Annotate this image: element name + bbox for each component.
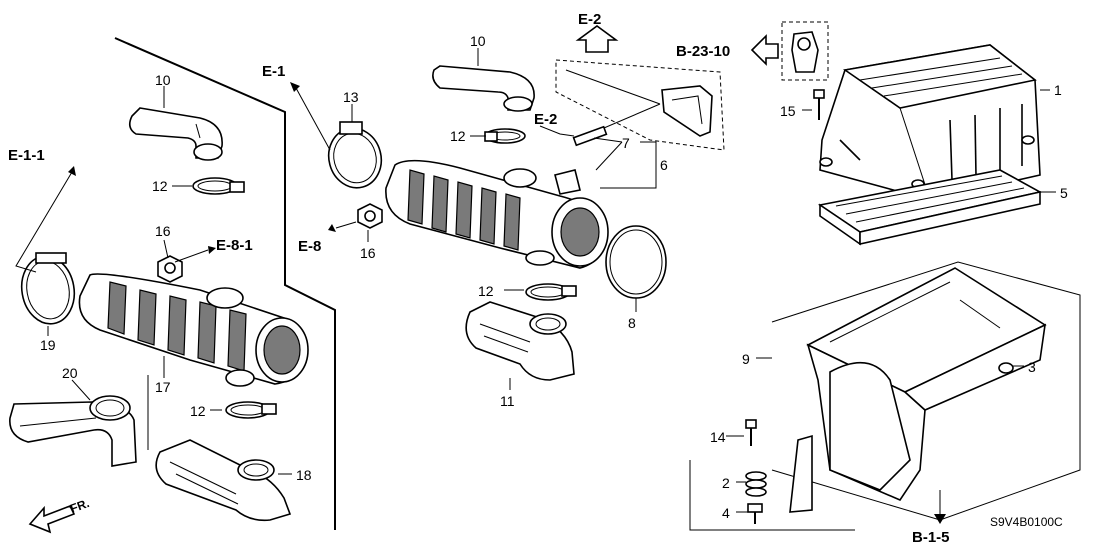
- callout-9: 9: [742, 351, 750, 367]
- callout-1: 1: [1054, 82, 1062, 98]
- callout-16-middle: 16: [360, 245, 376, 261]
- callout-19: 19: [40, 337, 56, 353]
- callout-3: 3: [1028, 359, 1036, 375]
- e-2-up-arrow: [575, 25, 619, 53]
- callout-10-middle: 10: [470, 33, 486, 49]
- callout-2: 2: [722, 475, 730, 491]
- part-13-clamp: [327, 121, 383, 189]
- part-5-filter-element: [817, 169, 1043, 246]
- callout-11: 11: [500, 393, 515, 409]
- middle-leader-lines: [290, 48, 657, 390]
- part-12-clamp-upper-middle: [484, 128, 526, 144]
- detail-box-dashed: [555, 59, 725, 151]
- callout-12-upper-left: 12: [152, 178, 168, 194]
- direction-label: FR.: [68, 496, 91, 516]
- left-leader-lines: [15, 86, 292, 475]
- part-20-duct: [9, 395, 137, 467]
- part-12-clamp-lower-left: [225, 401, 277, 419]
- part-19-clamp: [20, 252, 76, 325]
- callout-10-left: 10: [155, 72, 171, 88]
- part-9-lower-housing: [789, 267, 1047, 513]
- ref-e-2-top: E-2: [578, 11, 601, 28]
- part-4-bolt: [747, 503, 763, 524]
- callout-12-upper-middle: 12: [450, 128, 466, 144]
- b-23-10-arrow: [750, 34, 779, 66]
- section-dividers: [114, 37, 1081, 531]
- part-17-intake-tube: [78, 273, 309, 387]
- callout-12-middle-lower: 12: [478, 283, 494, 299]
- callout-13: 13: [343, 89, 359, 105]
- callout-8: 8: [628, 315, 636, 331]
- part-1-air-cleaner-cover: [819, 44, 1041, 201]
- part-11-duct: [465, 301, 575, 381]
- ref-e-8: E-8: [298, 238, 321, 255]
- front-direction-arrow: FR.: [28, 496, 91, 534]
- callout-5: 5: [1060, 185, 1068, 201]
- ref-b-23-10: B-23-10: [676, 43, 730, 60]
- part-7-breather-pipe: [572, 103, 661, 147]
- part-16-left-connector: [157, 255, 183, 283]
- ref-b-1-5: B-1-5: [912, 529, 950, 546]
- right-leader-lines: [726, 89, 1056, 513]
- part-16-middle-connector: [357, 203, 383, 229]
- callout-20: 20: [62, 365, 78, 381]
- ref-e-8-1: E-8-1: [216, 237, 253, 254]
- diagram-code: S9V4B0100C: [990, 515, 1063, 529]
- part-12-clamp-upper-left: [192, 177, 245, 195]
- callout-17: 17: [155, 379, 171, 395]
- callout-14: 14: [710, 429, 726, 445]
- part-2-spring: [745, 471, 767, 497]
- callout-4: 4: [722, 505, 730, 521]
- callout-18: 18: [296, 467, 312, 483]
- part-10-middle-air-duct: [432, 65, 535, 112]
- part-18-duct: [155, 439, 292, 522]
- detail-box-b-23-10: [781, 21, 829, 81]
- callout-6: 6: [660, 157, 668, 173]
- callout-16-left: 16: [155, 223, 171, 239]
- part-8-seal-ring: [605, 225, 667, 299]
- callout-15: 15: [780, 103, 796, 119]
- part-10-left-air-duct: [128, 107, 223, 161]
- part-14-bolt: [745, 419, 757, 446]
- ref-e-2-middle: E-2: [534, 111, 557, 128]
- callout-12-lower-left: 12: [190, 403, 206, 419]
- part-15-bolt: [813, 89, 825, 120]
- part-tube-assembly-middle: [385, 159, 609, 269]
- ref-e-1-1: E-1-1: [8, 147, 45, 164]
- callout-7: 7: [622, 135, 630, 151]
- ref-e-1: E-1: [262, 63, 285, 80]
- b-1-5-down-arrow: [934, 490, 946, 524]
- part-12-clamp-middle-lower: [525, 283, 577, 301]
